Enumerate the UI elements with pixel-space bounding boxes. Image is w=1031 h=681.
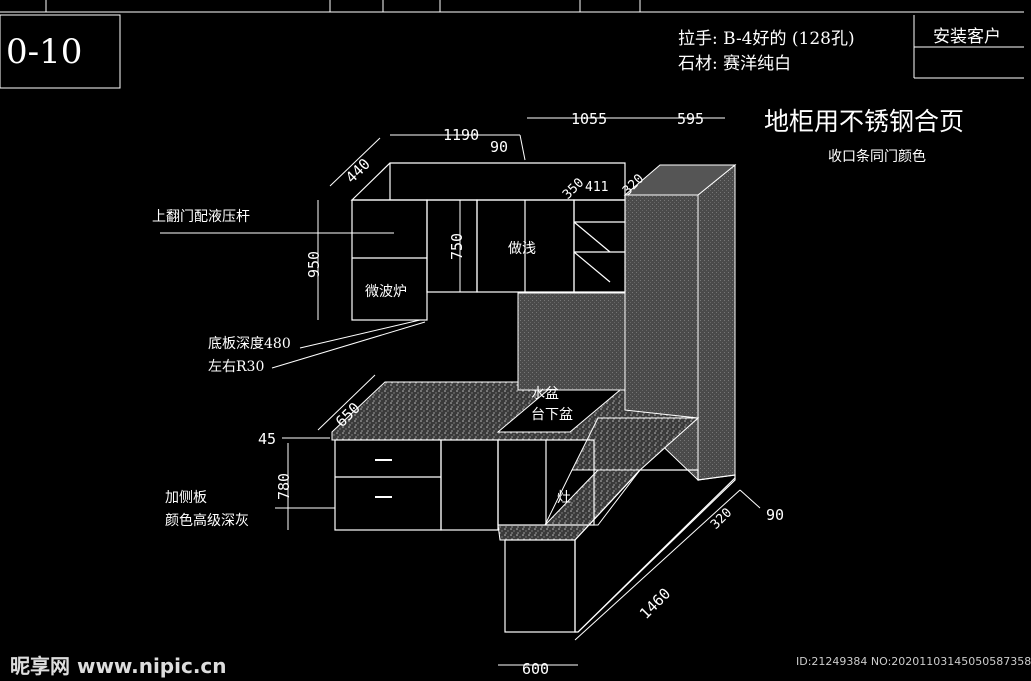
dim-90-top: 90 (490, 138, 509, 156)
base-cabinets (334, 439, 736, 633)
label-sink: 水盆 (531, 386, 559, 402)
label-shallow: 做浅 (508, 241, 536, 257)
dim-411: 411 (585, 180, 609, 195)
label-flap-door: 上翻门配液压杆 (152, 209, 250, 225)
dim-780: 780 (275, 472, 293, 500)
label-side-color: 颜色高级深灰 (165, 513, 249, 529)
label-stove: 灶 (557, 490, 571, 506)
handle-spec: 拉手: B-4好的 (128孔) (678, 29, 855, 49)
headline-main: 地柜用不锈钢合页 (764, 107, 965, 136)
stone-spec: 石材: 赛洋纯白 (678, 54, 792, 74)
label-microwave: 微波炉 (365, 284, 407, 300)
dim-600: 600 (522, 660, 550, 678)
watermark-id: ID:21249384 NO:20201103145050587358 (796, 655, 1031, 668)
headline-sub: 收口条同门颜色 (828, 149, 926, 165)
dim-1190: 1190 (443, 126, 480, 144)
countertop (331, 381, 700, 541)
dim-45: 45 (258, 430, 277, 448)
label-side-panel: 加侧板 (165, 490, 207, 506)
dim-595: 595 (677, 110, 705, 128)
dimension-lines (160, 117, 761, 666)
watermark-brand: 昵享网 www.nipic.cn (10, 654, 227, 678)
title-block-frame (0, 0, 1024, 89)
label-undermount: 台下盆 (531, 407, 573, 423)
upper-cabinets (350, 162, 626, 321)
drawing-number: 0-10 (6, 32, 83, 72)
dim-90-right: 90 (766, 506, 785, 524)
label-base-depth: 底板深度480 (208, 336, 291, 352)
label-left-right: 左右R30 (208, 359, 265, 375)
dim-1055: 1055 (571, 110, 608, 128)
install-customer-label: 安装客户 (933, 27, 1001, 47)
dim-750: 750 (448, 232, 466, 260)
dim-950: 950 (305, 250, 323, 278)
wall-column (517, 163, 737, 482)
